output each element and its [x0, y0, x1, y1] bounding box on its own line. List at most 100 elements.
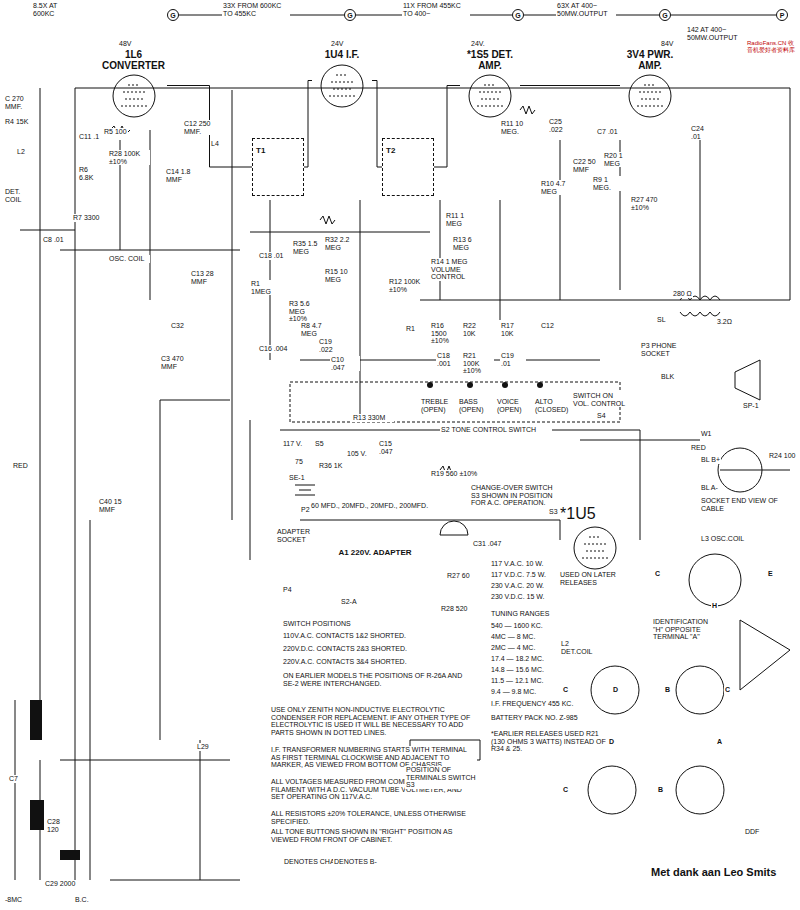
tube-symbol: *1S5 DET. AMP.: [460, 50, 520, 121]
component-label: P3 PHONE SOCKET: [640, 342, 682, 357]
component-label: C10 .047: [330, 356, 360, 371]
component-label: R28 520: [440, 605, 474, 613]
component-label: 117 V.: [282, 440, 303, 448]
component-label: 48V: [118, 40, 132, 48]
tube-envelope: [627, 73, 673, 119]
component-label: 230 V.A.C. 20 W.: [490, 582, 545, 590]
component-label: C11 .1: [78, 133, 102, 141]
component-label: OSC. COIL: [108, 255, 150, 263]
component-label: 11.5 — 12.1 MC.: [490, 677, 544, 685]
component-label: C28 120: [46, 818, 74, 833]
component-label: R3 5.6 MEG ±10%: [288, 300, 324, 323]
component-label: ADAPTER SOCKET: [276, 528, 318, 543]
node-heading: 1L6 CONVERTER: [100, 50, 167, 71]
component-label: R16 1500 ±10%: [430, 322, 458, 345]
component-label: -8MC: [4, 896, 23, 904]
component-label: C40 15 MMF: [98, 498, 130, 513]
component-label: R14 1 MEG VOLUME CONTROL: [430, 258, 482, 281]
component-label: SOCKET END VIEW OF CABLE: [700, 497, 782, 512]
component-label: 230 V.D.C. 15 W.: [490, 593, 545, 601]
tube-symbol: 1L6 CONVERTER: [100, 50, 167, 121]
node-note: USED ON LATER RELEASES: [560, 571, 630, 586]
component-label: R13 330M: [352, 414, 394, 422]
component-label: R5 100: [103, 128, 128, 136]
component-label: S5: [314, 440, 325, 448]
component-label: P4: [282, 586, 293, 594]
component-label: 540 — 1600 KC.: [490, 622, 544, 630]
component-label: R24 100: [768, 452, 798, 460]
component-label: C: [562, 686, 569, 694]
component-label: VOICE (OPEN): [496, 398, 530, 413]
component-label: L2: [16, 148, 26, 156]
component-label: RadioFans.CN 收音机爱好者资料库: [746, 40, 800, 53]
component-label: C: [654, 570, 661, 578]
node-heading: G: [170, 12, 175, 19]
component-label: BL A-: [700, 484, 719, 492]
component-label: C 270 MMF.: [4, 95, 34, 110]
component-label: 117 V.D.C. 7.5 W.: [490, 571, 547, 579]
component-label: 33X FROM 600KC TO 455KC: [222, 2, 290, 17]
component-label: D: [608, 738, 615, 746]
node-heading: 1U4 I.F.: [312, 50, 372, 61]
node-heading: G: [347, 12, 352, 19]
component-label: R7 3300: [72, 214, 102, 222]
component-label: ALL TONE BUTTONS SHOWN IN "RIGHT" POSITI…: [270, 828, 477, 843]
component-label: C7 .01: [596, 128, 620, 136]
component-label: C3 470 MMF: [160, 355, 192, 370]
component-label: R4 15K: [4, 118, 30, 126]
tube-envelope: [319, 63, 365, 109]
component-label: BLK: [660, 373, 675, 381]
tube-envelope: [467, 73, 513, 119]
component-label: 24V.: [470, 40, 486, 48]
component-label: L2 DET.COIL: [560, 640, 598, 655]
component-label: DENOTES B-: [333, 858, 378, 866]
component-label: 63X AT 400~ 50MW.OUTPUT: [556, 2, 616, 17]
node-heading: G: [515, 12, 520, 19]
component-label: SP-1: [742, 402, 760, 410]
component-label: I.F. FREQUENCY 455 KC.: [490, 700, 574, 708]
component-label: Met dank aan Leo Smits: [650, 866, 777, 878]
component-label: L29: [196, 743, 210, 751]
transformer-box: T2: [382, 138, 434, 196]
component-label: BASS (OPEN): [458, 398, 492, 413]
component-label: SE-1: [288, 474, 306, 482]
test-point-circle: G: [167, 9, 179, 21]
transformer-box: T1: [252, 138, 304, 196]
component-label: R13 6 MEG: [452, 236, 484, 251]
component-label: DET. COIL: [4, 188, 36, 203]
component-label: H: [711, 602, 718, 610]
component-label: W1: [700, 430, 713, 438]
component-label: R8 4.7 MEG: [300, 322, 332, 337]
component-label: 17.4 — 18.2 MC.: [490, 655, 545, 663]
component-label: R28 100K ±10%: [108, 150, 150, 165]
component-label: C: [724, 686, 731, 694]
component-label: TREBLE (OPEN): [420, 398, 456, 413]
component-label: C32: [170, 322, 185, 330]
wire: [671, 15, 776, 16]
component-label: C19 .022: [318, 338, 348, 353]
component-label: 117 V.A.C. 10 W.: [490, 560, 545, 568]
component-label: C13 28 MMF: [190, 270, 220, 285]
component-label: R1: [405, 325, 416, 333]
component-label: R11 10 MEG.: [500, 120, 532, 135]
component-label: USE ONLY ZENITH NON-INDUCTIVE ELECTROLYT…: [270, 706, 477, 737]
component-label: 11X FROM 455KC TO 400~: [402, 2, 470, 17]
component-label: C12: [540, 322, 555, 330]
component-label: TUNING RANGES: [490, 610, 550, 618]
component-label: DDF: [744, 828, 760, 836]
component-label: BATTERY PACK NO. Z-985: [490, 714, 579, 722]
component-label: L4: [210, 140, 220, 148]
component-label: P2: [300, 506, 311, 514]
component-label: SWITCH POSITIONS: [282, 620, 352, 628]
tube-envelope: [111, 73, 157, 119]
component-label: 220V.A.C. CONTACTS 3&4 SHORTED.: [282, 658, 434, 666]
component-label: POSITION OF TERMINALS SWITCH S3: [405, 766, 481, 789]
component-label: E: [767, 570, 774, 578]
component-label: R15 10 MEG: [324, 268, 356, 283]
component-label: CHANGE-OVER SWITCH S3 SHOWN IN POSITION …: [470, 484, 562, 507]
test-point-circle: G: [659, 9, 671, 21]
component-label: BL B+: [700, 456, 721, 464]
component-label: R12 100K ±10%: [388, 278, 424, 293]
component-label: R22 10K: [462, 322, 488, 337]
tube-symbol: *1U5USED ON LATER RELEASES: [560, 505, 630, 588]
